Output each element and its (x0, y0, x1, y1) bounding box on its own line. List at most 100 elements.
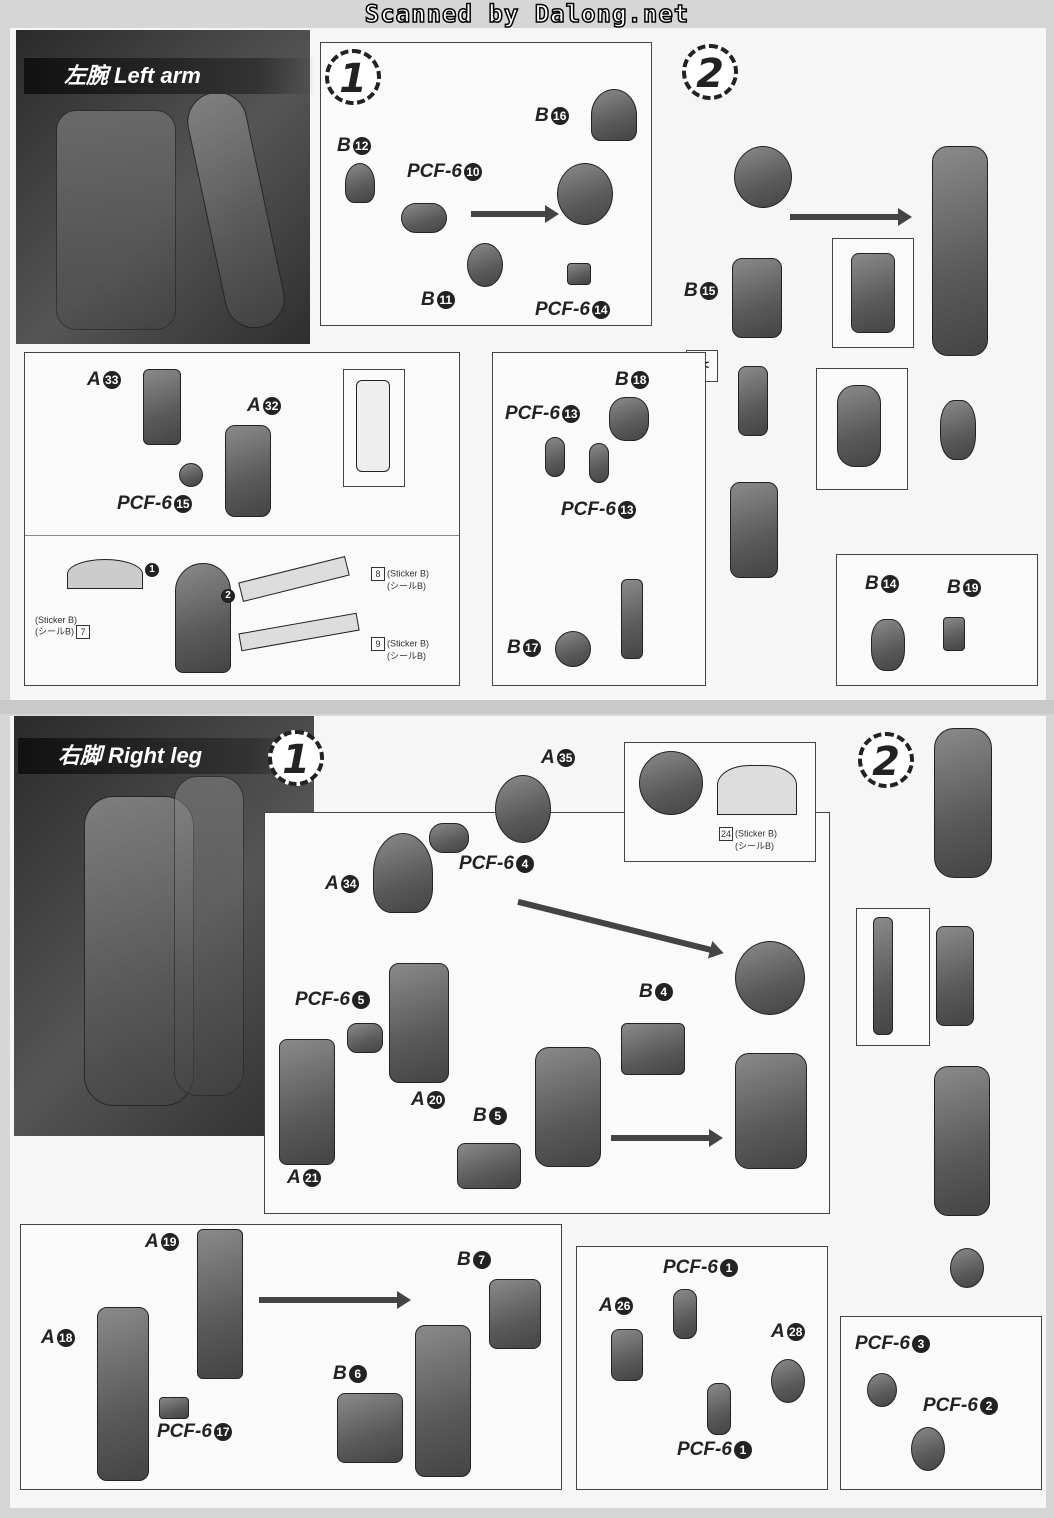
section-divider (0, 700, 1054, 714)
part-pcf6-1b (707, 1383, 731, 1435)
part-elbow-hinge (621, 579, 643, 659)
part-b15-detail (851, 253, 895, 333)
step-number-1: 1 (268, 730, 324, 786)
assembly-arrow-shin (259, 1291, 411, 1309)
arm-figure-image (181, 86, 291, 334)
part-b19 (943, 617, 965, 651)
title-en: Right leg (108, 743, 203, 768)
sticker-b-7: (Sticker B) (シールB)7 (35, 615, 92, 639)
part-pcf6-15 (179, 463, 203, 487)
sticker-b-24-shape (717, 765, 797, 815)
title-en: Left arm (114, 63, 201, 88)
part-b12 (345, 163, 375, 203)
part-assembled-arm (932, 146, 988, 356)
part-shoulder-assembly (557, 163, 613, 225)
part-knee-joint (936, 926, 974, 1026)
part-a18 (97, 1307, 149, 1481)
sticker-b-8: 8(Sticker B) (シールB) (369, 567, 429, 591)
part-hand (940, 400, 976, 460)
part-b18 (609, 397, 649, 441)
part-pcf6-13b (589, 443, 609, 483)
other-leg-figure-image (174, 776, 244, 1096)
sticker-b-24: 24(Sticker B) (シールB) (719, 827, 778, 851)
part-b5 (457, 1143, 521, 1189)
b15-detail-callout (832, 238, 914, 348)
sticker-24-callout: 24(Sticker B) (シールB) (624, 742, 816, 862)
part-elbow-joint (738, 366, 768, 436)
part-pcf6-13a (545, 437, 565, 477)
title-jp: 左腕 (64, 64, 109, 89)
part-pcf6-1a (673, 1289, 697, 1339)
part-a19 (197, 1229, 243, 1379)
step-number-2: 2 (858, 732, 914, 788)
a32-detail-callout (343, 369, 405, 487)
marker-1: 1 (145, 563, 159, 577)
part-hip-joint-detail (639, 751, 703, 815)
part-shin-assembled (415, 1325, 471, 1477)
part-b14 (871, 619, 905, 671)
title-jp: 右脚 (58, 744, 103, 769)
part-pcf6-14 (567, 263, 591, 285)
part-pcf6-3 (867, 1373, 897, 1407)
part-a28 (771, 1359, 805, 1403)
assembly-arrow-thigh (611, 1129, 723, 1147)
part-b16 (591, 89, 637, 141)
torso-figure-image (56, 110, 176, 330)
part-a35 (495, 775, 551, 843)
elbow-detail-callout (816, 368, 908, 490)
part-assembled-forearm (175, 563, 231, 673)
part-pcf6-5 (347, 1023, 383, 1053)
part-b6 (337, 1393, 403, 1463)
part-a20 (389, 963, 449, 1083)
assembly-arrow (471, 205, 559, 223)
part-knee-detail (873, 917, 893, 1035)
assembly-arrow-hip (517, 898, 713, 954)
part-a21 (279, 1039, 335, 1165)
sticker-b-7-shape (67, 559, 143, 589)
part-b17 (555, 631, 591, 667)
part-pcf6-17 (159, 1397, 189, 1419)
part-pcf6-2 (911, 1427, 945, 1471)
part-upper-thigh (934, 728, 992, 878)
scan-watermark: Scanned by Dalong.net (364, 0, 690, 29)
sticker-b-9-shape (238, 612, 360, 652)
part-a34 (373, 833, 433, 913)
part-lower-leg (934, 1066, 990, 1216)
part-elbow-detail (837, 385, 881, 467)
part-b4 (621, 1023, 685, 1075)
